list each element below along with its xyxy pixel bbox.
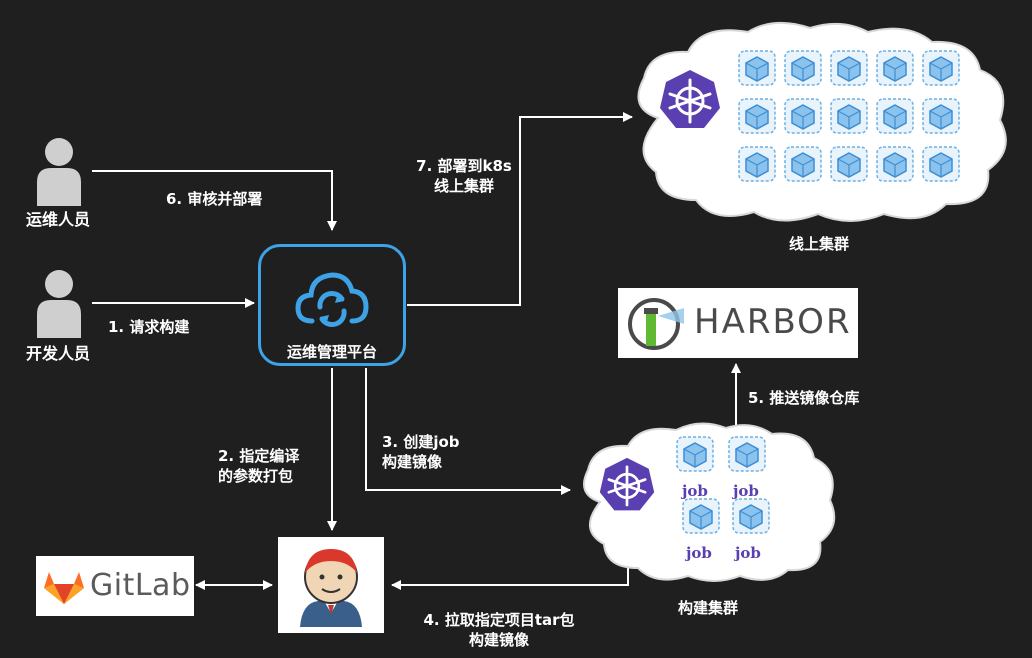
step3-line2: 构建镜像 xyxy=(382,453,443,471)
harbor-text: HARBOR xyxy=(694,302,852,342)
harbor-logo: HARBOR xyxy=(618,288,858,358)
step6-label: 6. 审核并部署 xyxy=(166,190,263,208)
step7-label: 7. 部署到k8s 线上集群 xyxy=(404,156,524,196)
cloud-sync-icon xyxy=(295,272,369,327)
arrow-step7 xyxy=(407,112,633,306)
job-label-2: job xyxy=(733,482,759,500)
jenkins-logo xyxy=(278,537,384,633)
step3-line1: 3. 创建job xyxy=(382,433,460,451)
arrow-step6 xyxy=(92,170,337,231)
dev-label: 开发人员 xyxy=(26,344,91,363)
online-cluster-label: 线上集群 xyxy=(789,235,850,253)
step4-line1: 4. 拉取指定项目tar包 xyxy=(423,611,575,629)
harbor-icon xyxy=(628,298,684,350)
jenkins-icon xyxy=(300,549,362,627)
step2-line1: 2. 指定编译 xyxy=(218,447,300,465)
step3-label: 3. 创建job 构建镜像 xyxy=(382,432,460,472)
gitlab-icon xyxy=(44,572,84,604)
step2-label: 2. 指定编译 的参数打包 xyxy=(218,446,299,486)
platform-label: 运维管理平台 xyxy=(286,343,377,361)
build-cluster-label: 构建集群 xyxy=(678,599,739,617)
person-icon xyxy=(37,138,81,206)
online-pods-grid xyxy=(738,50,968,190)
online-cluster-cloud xyxy=(637,21,1007,222)
gitlab-text: GitLab xyxy=(90,568,191,603)
ops-label: 运维人员 xyxy=(26,210,91,229)
step1-label: 1. 请求构建 xyxy=(108,318,190,336)
kubernetes-icon xyxy=(599,457,655,511)
person-icon xyxy=(37,270,81,338)
arrow-step3 xyxy=(365,368,571,495)
step4-line2: 构建镜像 xyxy=(468,631,529,649)
step7-line1: 7. 部署到k8s xyxy=(416,157,512,175)
pod-icon-group xyxy=(738,50,960,182)
step5-label: 5. 推送镜像仓库 xyxy=(748,389,860,407)
step2-line2: 的参数打包 xyxy=(218,467,294,485)
job-label-3: job xyxy=(686,544,712,562)
job-label-1: job xyxy=(682,482,708,500)
step4-label: 4. 拉取指定项目tar包 构建镜像 xyxy=(404,610,594,650)
job-label-4: job xyxy=(735,544,761,562)
ops-platform: 运维管理平台 xyxy=(258,244,406,366)
kubernetes-icon xyxy=(660,70,720,128)
gitlab-logo: GitLab xyxy=(36,556,194,616)
step7-line2: 线上集群 xyxy=(433,177,494,195)
